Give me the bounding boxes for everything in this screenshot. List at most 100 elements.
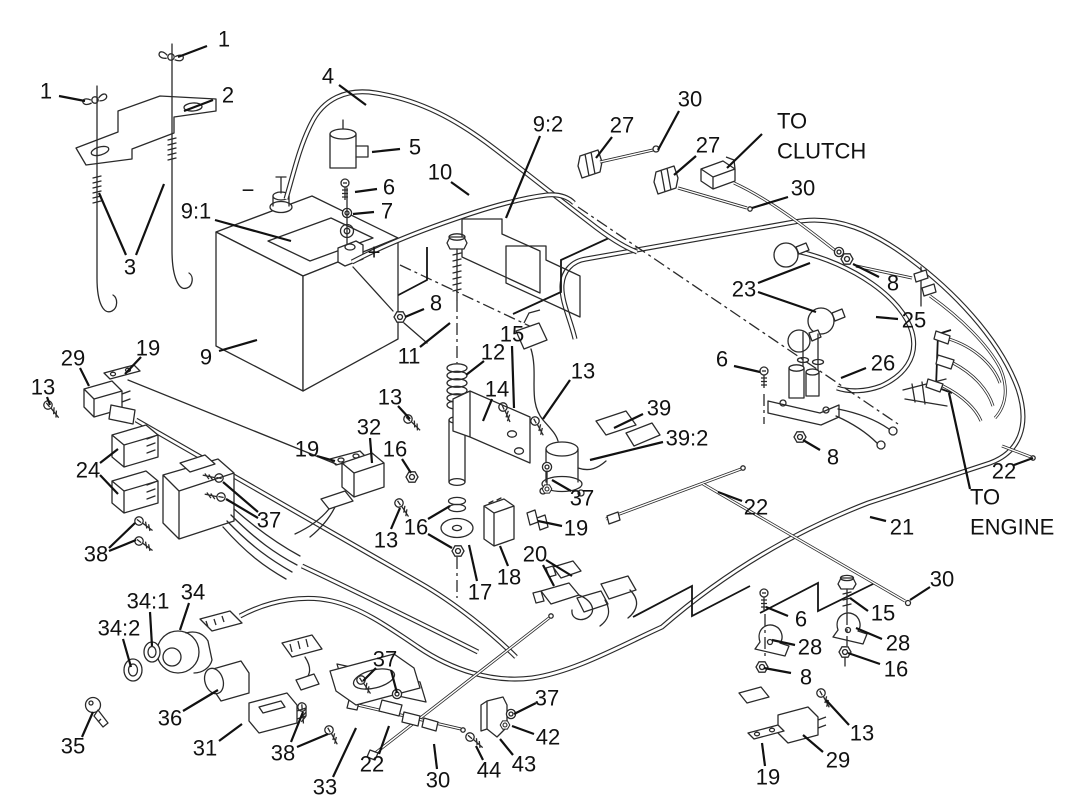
leader-line xyxy=(510,345,516,409)
callout-label: 13 xyxy=(571,359,595,384)
leader-line xyxy=(183,98,214,113)
leader-line xyxy=(124,356,142,375)
microswitch-left xyxy=(40,364,141,425)
callout-label: 38 xyxy=(84,542,108,567)
battery xyxy=(215,176,399,392)
leader-line xyxy=(99,448,119,464)
leader-line xyxy=(214,218,292,243)
leader-line xyxy=(847,651,881,666)
callout-label: 9 xyxy=(200,345,212,370)
leader-line xyxy=(371,147,401,154)
callout-label: TO xyxy=(777,109,807,134)
callout-label: 17 xyxy=(468,580,492,605)
leader-line xyxy=(397,405,411,420)
callout-label: 9:1 xyxy=(181,199,212,224)
callout-label: 16 xyxy=(383,437,407,462)
left-switch-cluster xyxy=(111,379,415,580)
callout-label: 1 xyxy=(40,79,52,104)
leader-line xyxy=(765,605,789,618)
callout-label: 21 xyxy=(890,515,914,540)
callout-label: 38 xyxy=(271,741,295,766)
ignition-cluster xyxy=(84,610,323,734)
leader-line xyxy=(733,364,761,374)
leader-line xyxy=(134,183,166,256)
screw-icon xyxy=(400,413,425,432)
screw-icon xyxy=(812,686,837,709)
callout-label: 6 xyxy=(716,347,728,372)
callout-label: 16 xyxy=(884,657,908,682)
leader-line xyxy=(551,479,572,492)
leader-line xyxy=(332,727,357,778)
leader-line xyxy=(909,586,931,601)
callout-label: 29 xyxy=(826,748,850,773)
leader-line xyxy=(613,413,644,429)
callout-label: 37 xyxy=(570,486,594,511)
screw-icon xyxy=(132,515,156,533)
leader-line xyxy=(760,742,767,767)
screw-icon xyxy=(40,398,65,420)
callout-label: 22 xyxy=(992,459,1016,484)
microswitch-right xyxy=(738,686,837,744)
leader-line xyxy=(404,307,425,319)
leader-line xyxy=(97,192,128,256)
leader-line xyxy=(182,689,219,712)
leader-line xyxy=(657,110,680,151)
callout-label: 8 xyxy=(887,271,899,296)
solenoid xyxy=(759,364,898,450)
mount-bracket xyxy=(452,390,531,464)
callout-label: 23 xyxy=(732,277,756,302)
leader-line xyxy=(222,481,259,513)
nut-icon xyxy=(755,661,769,673)
callout-label: 28 xyxy=(798,635,822,660)
leader-line xyxy=(802,439,821,451)
callout-label: 3 xyxy=(124,255,136,280)
callout-label: 20 xyxy=(523,542,547,567)
nut-icon xyxy=(840,253,854,265)
nut-icon xyxy=(451,545,465,557)
callout-label: 22 xyxy=(360,752,384,777)
callout-label: 8 xyxy=(827,445,839,470)
leader-line xyxy=(465,360,485,376)
leader-line xyxy=(401,458,412,474)
callout-label: 12 xyxy=(481,340,505,365)
nut-icon xyxy=(393,311,407,323)
leader-line xyxy=(354,187,378,194)
leader-lines xyxy=(45,44,1034,778)
callout-label: 8 xyxy=(430,291,442,316)
leader-line xyxy=(504,135,542,219)
leader-line xyxy=(498,545,510,567)
leader-line xyxy=(475,745,484,761)
callout-label: 35 xyxy=(61,734,85,759)
callout-label: 44 xyxy=(477,758,501,783)
leader-line xyxy=(362,667,377,682)
leader-line xyxy=(467,544,479,582)
battery-hold-down-rods xyxy=(75,43,217,313)
regulator xyxy=(292,653,439,746)
callout-label: 39 xyxy=(647,396,671,421)
leader-line xyxy=(757,290,817,314)
callout-label: 31 xyxy=(193,736,217,761)
leader-line xyxy=(218,338,258,353)
clutch-plug xyxy=(700,156,736,190)
leader-line xyxy=(852,263,880,278)
callout-label: 25 xyxy=(902,308,926,333)
leader-line xyxy=(368,437,374,464)
leader-line xyxy=(178,602,191,631)
callout-label: 30 xyxy=(930,567,954,592)
callout-label: 26 xyxy=(871,351,895,376)
leader-line xyxy=(537,519,563,528)
callout-label: 39:2 xyxy=(666,426,709,451)
misc-cables xyxy=(346,465,912,761)
callout-label: 2 xyxy=(222,83,234,108)
leader-line xyxy=(595,136,613,159)
small-bracket-group xyxy=(463,696,517,750)
leader-line xyxy=(947,392,972,490)
leader-line xyxy=(757,261,811,285)
leader-line xyxy=(289,711,305,743)
leader-line xyxy=(481,398,494,422)
leader-line xyxy=(80,711,95,738)
callout-label: 27 xyxy=(696,133,720,158)
callout-label: 19 xyxy=(564,516,588,541)
leader-line xyxy=(542,379,571,420)
